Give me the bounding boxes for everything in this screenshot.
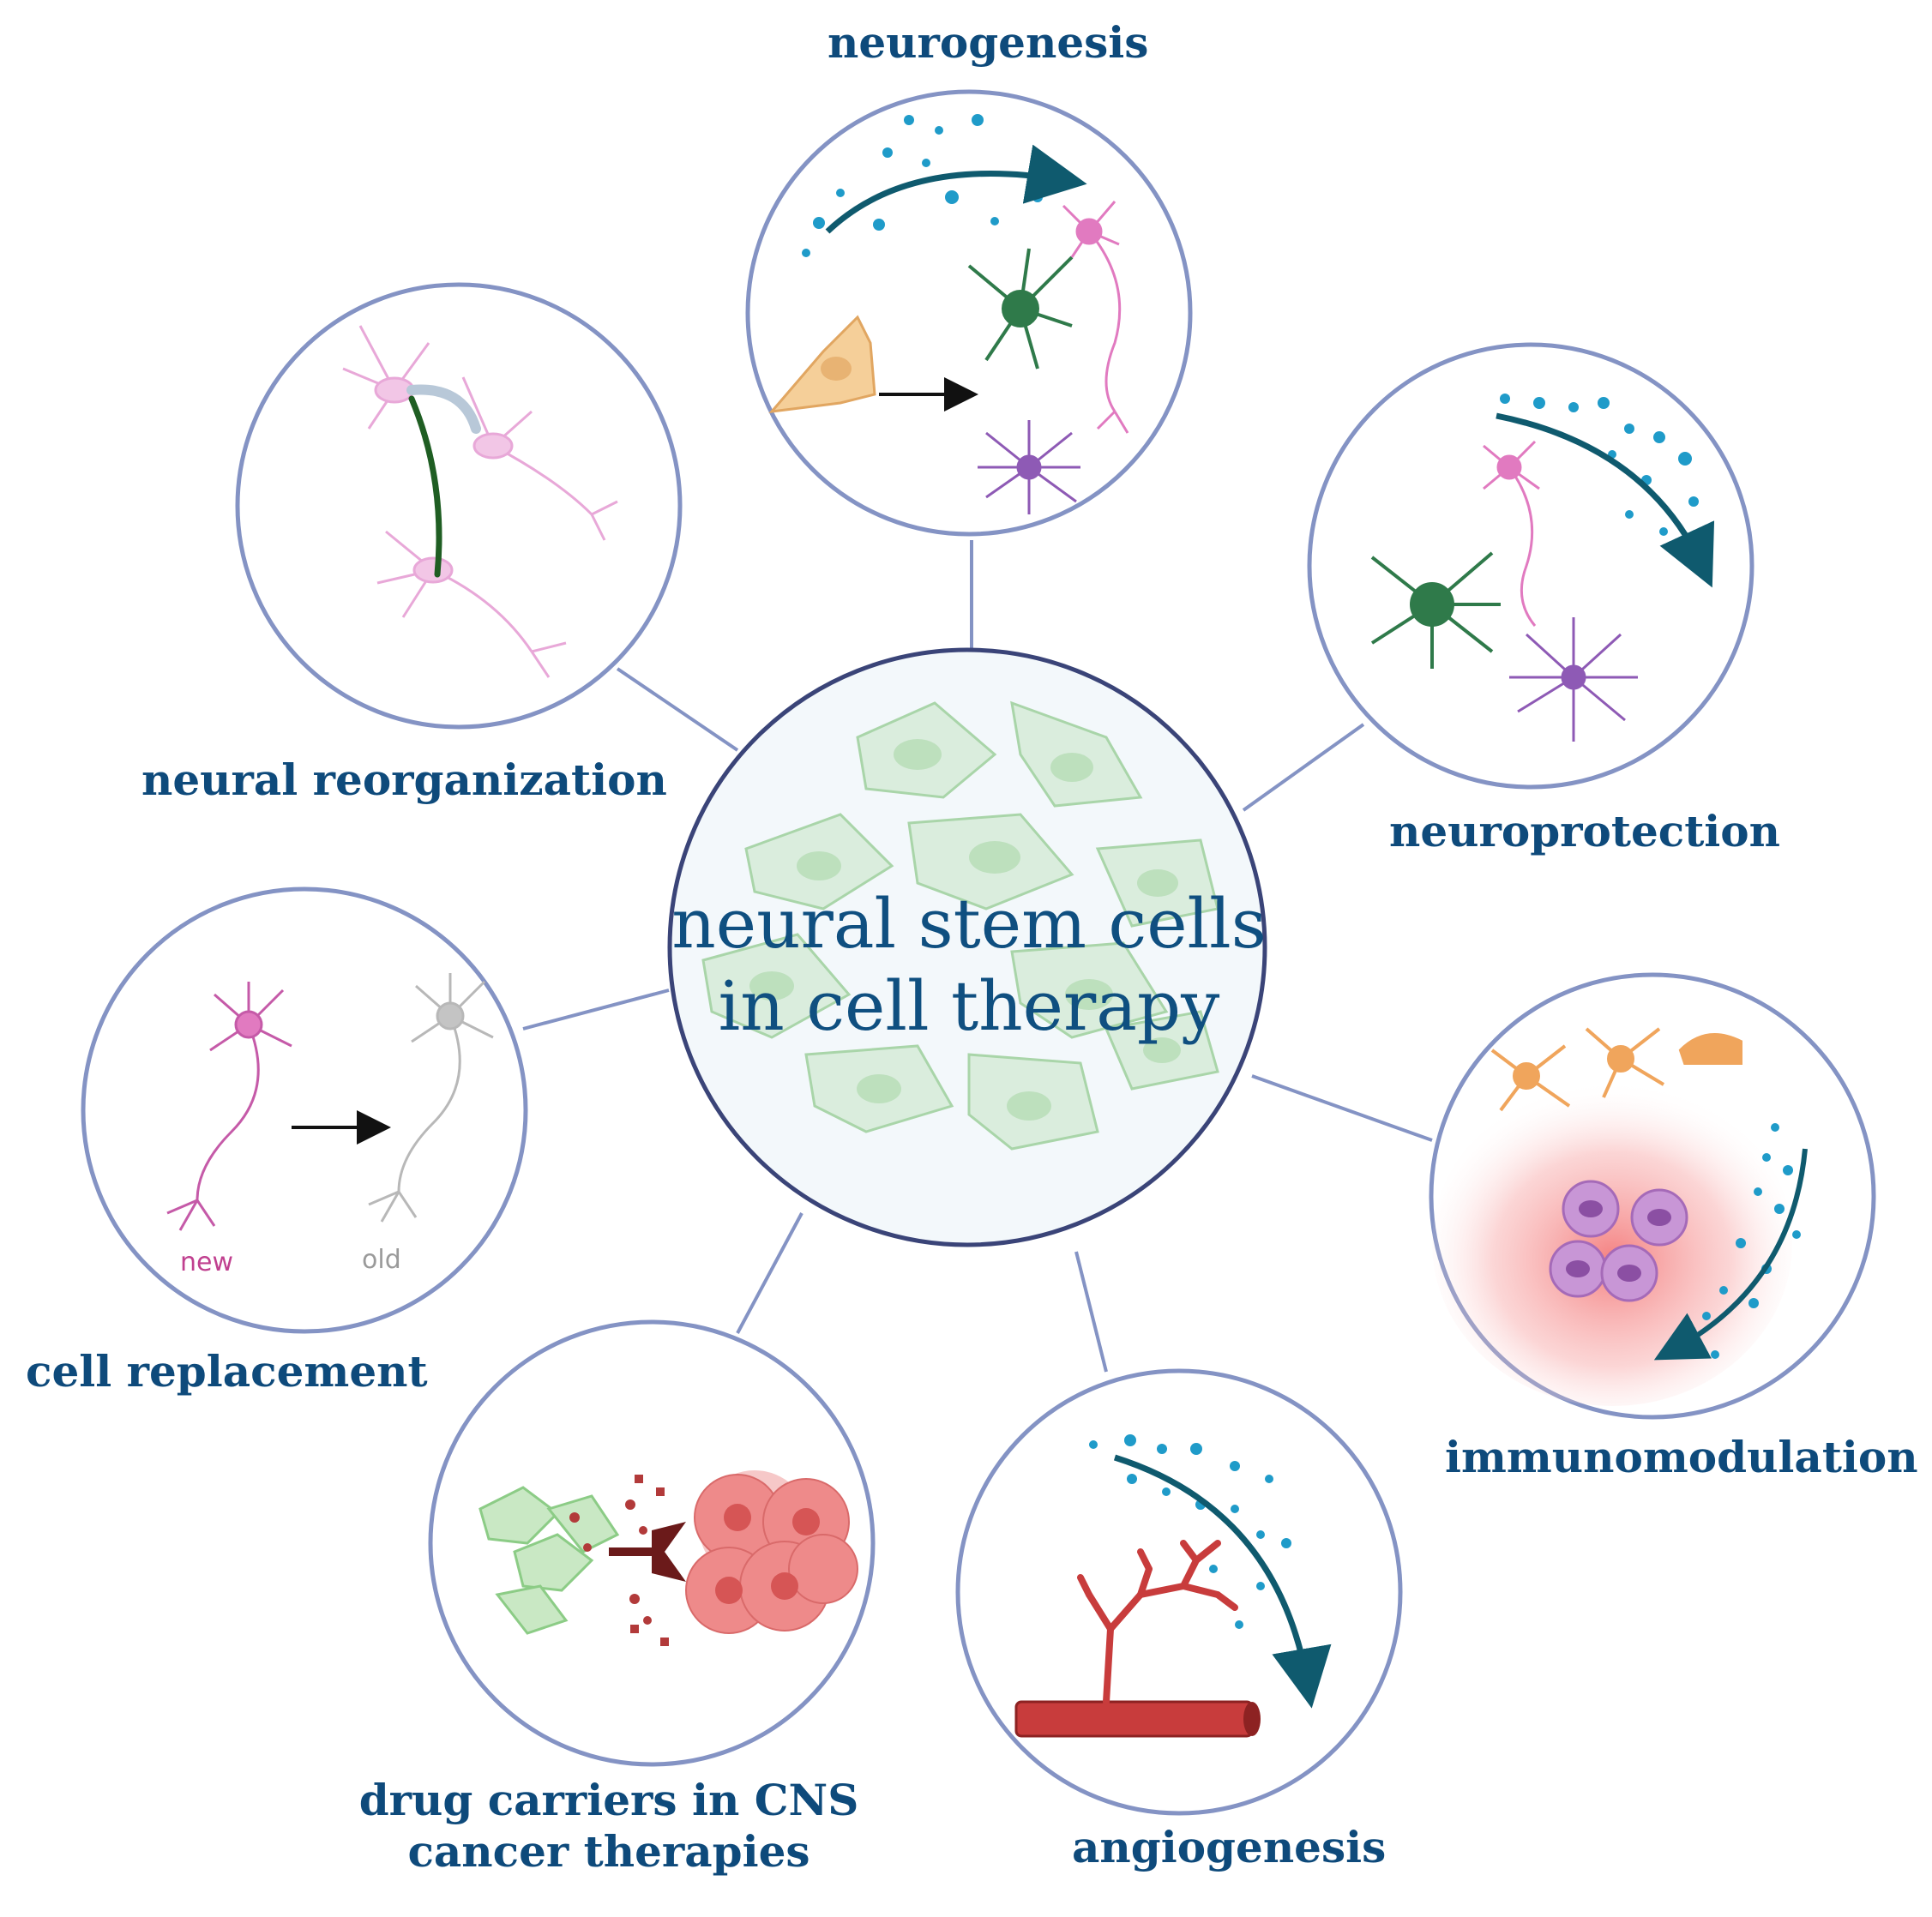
drug-delivery-arrow-icon [609, 1522, 686, 1582]
center-title-line-1: neural stem cells [671, 884, 1267, 964]
label-drug-carriers: drug carriers in CNS cancer therapies [352, 1775, 866, 1878]
axon-pathway-icon [408, 395, 442, 578]
stem-cells-icon [478, 1486, 620, 1635]
neuron-icon [1483, 440, 1540, 627]
tumor-cells-icon [685, 1470, 858, 1634]
arrow-icon [825, 144, 1087, 234]
panel-drug-carriers [428, 1319, 876, 1767]
connector-immunomodulation [1251, 1074, 1433, 1142]
blood-vessel-icon [1014, 1540, 1261, 1738]
center-title: neural stem cells in cell therapy [669, 883, 1269, 1048]
connector-lines [522, 540, 1433, 1373]
astrocyte-icon [1370, 551, 1501, 669]
neuron-icon [1062, 201, 1129, 434]
connector-angiogenesis [1074, 1251, 1108, 1373]
drug-particles [569, 1475, 669, 1646]
progenitor-cell-icon [768, 315, 876, 413]
label-neural-reorganization: neural reorganization [141, 754, 667, 805]
arrow-icon [1653, 1148, 1808, 1361]
connector-cell-replacement [522, 989, 670, 1031]
arrow-icon [1113, 1454, 1332, 1709]
oligodendrocyte-icon [978, 420, 1080, 514]
center-title-line-2: in cell therapy [718, 966, 1220, 1046]
connector-neural-reorganization [616, 667, 739, 752]
new-connection-icon [406, 384, 481, 434]
arrow-icon [1496, 412, 1715, 588]
label-drug-carriers-line-2: cancer therapies [407, 1826, 810, 1877]
label-neuroprotection: neuroprotection [1389, 806, 1781, 856]
panel-cell-replacement [81, 886, 528, 1334]
panel-neural-reorganization [235, 282, 683, 730]
astrocyte-icon [967, 248, 1074, 370]
new-neuron-icon [166, 982, 292, 1231]
label-angiogenesis: angiogenesis [1072, 1822, 1387, 1872]
neuron-network-icon [342, 325, 618, 678]
connector-drug-carriers [736, 1212, 803, 1334]
connector-neuroprotection [1242, 723, 1365, 812]
label-immunomodulation: immunomodulation [1445, 1432, 1918, 1482]
secreted-factors-dots [802, 114, 1043, 257]
microglia-icon [1490, 1027, 1742, 1112]
center-circle [667, 647, 1267, 1247]
label-old-neuron: old [362, 1245, 401, 1275]
label-cell-replacement: cell replacement [26, 1346, 428, 1397]
panel-neuroprotection [1307, 342, 1754, 790]
oligodendrocyte-icon [1509, 617, 1638, 742]
label-neurogenesis: neurogenesis [828, 17, 1149, 68]
panel-angiogenesis [955, 1368, 1403, 1816]
panel-immunomodulation [1429, 972, 1876, 1420]
immune-cells-icon [1549, 1180, 1688, 1302]
panel-neurogenesis [745, 89, 1193, 537]
old-neuron-icon [368, 973, 494, 1223]
label-new-neuron: new [180, 1247, 234, 1277]
label-drug-carriers-line-1: drug carriers in CNS [358, 1775, 859, 1825]
